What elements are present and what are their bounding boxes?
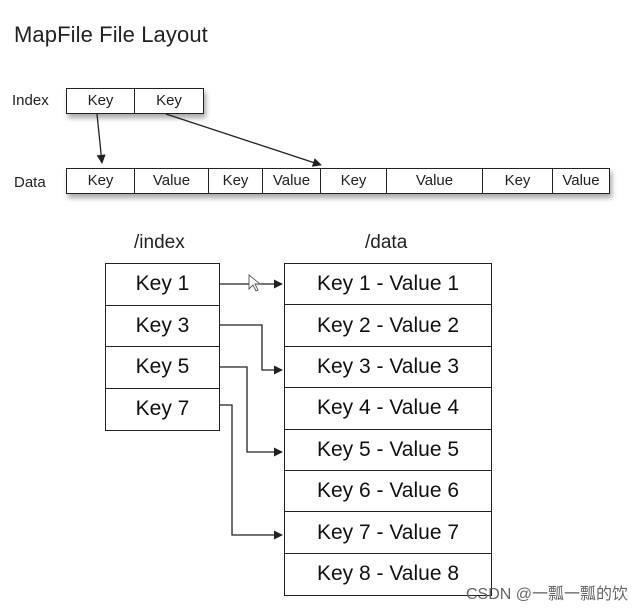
data-strip-value-cell: Value	[387, 169, 483, 193]
data-strip-value-cell: Value	[135, 169, 209, 193]
index-key-2-pointer-arrow	[165, 113, 322, 167]
index-file-box: Key 1 Key 3 Key 5 Key 7	[105, 263, 220, 431]
source-watermark: CSDN @一瓢一瓢的饮	[465, 586, 628, 603]
index-strip-key-cell: Key	[67, 89, 135, 113]
index-file-entry: Key 5	[106, 347, 219, 389]
data-strip-value-cell: Value	[263, 169, 321, 193]
data-strip-key-cell: Key	[209, 169, 263, 193]
data-row-label: Data	[14, 174, 46, 191]
key-3-link-arrow	[220, 324, 283, 375]
diagram-title: MapFile File Layout	[14, 22, 208, 47]
index-key-1-pointer-arrow	[96, 113, 106, 164]
data-file-record: Key 5 - Value 5	[285, 430, 491, 471]
index-file-entry: Key 7	[135, 397, 190, 421]
key-7-link-arrow	[220, 404, 283, 540]
index-file-entry: Key 1	[106, 264, 219, 306]
index-strip-key-cell: Key	[156, 92, 182, 109]
data-file-record: Key 8 - Value 8	[316, 562, 460, 586]
index-file-entry: Key 3	[106, 306, 219, 347]
index-strip: Key Key	[66, 88, 204, 114]
data-strip-key-cell: Key	[67, 169, 135, 193]
data-file-header: /data	[365, 232, 408, 253]
data-strip-value-cell: Value	[562, 172, 600, 189]
mouse-cursor-icon	[248, 274, 262, 292]
data-file-record: Key 6 - Value 6	[285, 471, 491, 513]
data-file-record: Key 7 - Value 7	[285, 512, 491, 554]
index-row-label: Index	[12, 92, 49, 109]
data-strip-key-cell: Key	[321, 169, 387, 193]
data-file-box: Key 1 - Value 1 Key 2 - Value 2 Key 3 - …	[284, 263, 492, 597]
data-file-record: Key 3 - Value 3	[285, 347, 491, 389]
index-file-header: /index	[134, 232, 185, 253]
key-5-link-arrow	[220, 366, 283, 457]
data-strip: Key Value Key Value Key Value Key Value	[66, 168, 610, 194]
data-strip-key-cell: Key	[483, 169, 553, 193]
data-file-record: Key 2 - Value 2	[285, 305, 491, 347]
data-file-record: Key 4 - Value 4	[285, 388, 491, 430]
data-file-record: Key 1 - Value 1	[285, 264, 491, 306]
